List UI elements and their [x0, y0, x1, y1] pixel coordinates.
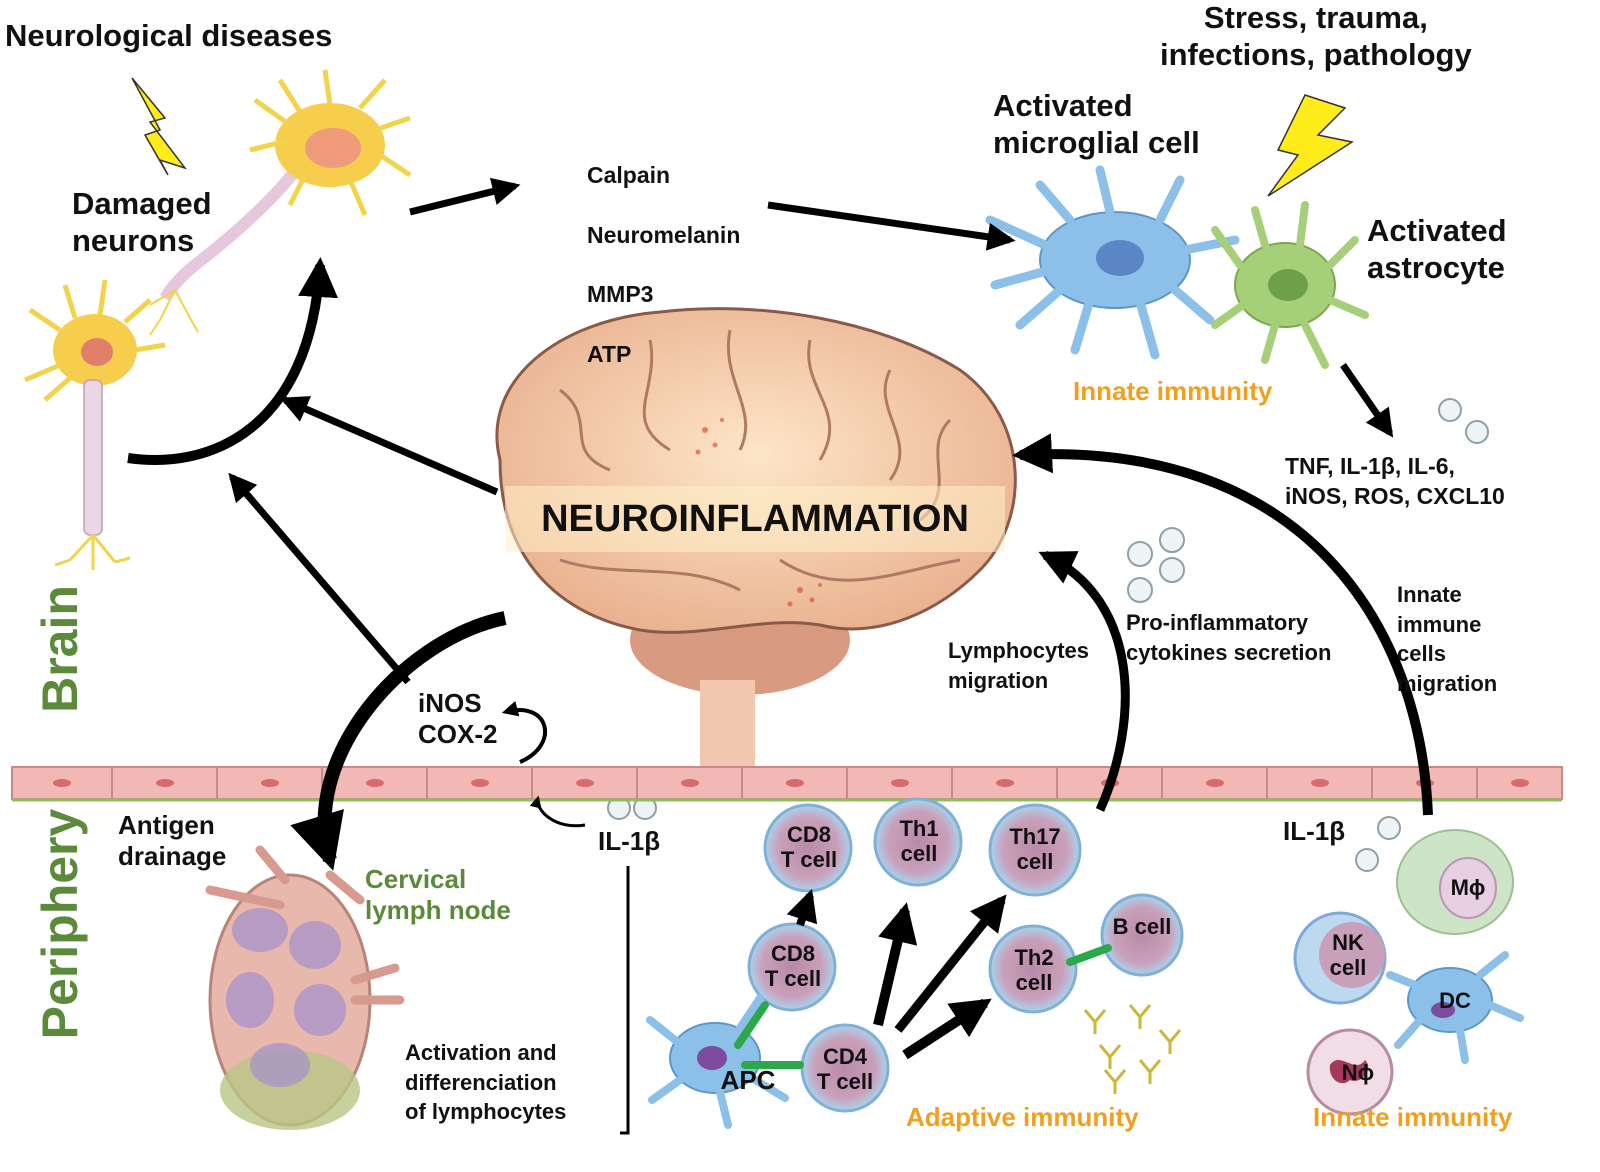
- cervical-lymph-node-label: Cervical lymph node: [365, 864, 511, 925]
- adaptive-immunity-label: Adaptive immunity: [906, 1102, 1139, 1132]
- mediator-item: MMP3: [587, 281, 654, 308]
- innate-immunity-bottom-label: Innate immunity: [1313, 1102, 1513, 1132]
- neurological-diseases-label: Neurological diseases: [5, 18, 333, 53]
- cell-contacts: [734, 944, 1112, 1069]
- pro-inflammatory-label: Pro-inflammatory cytokines secretion: [1126, 610, 1332, 665]
- cd8-mid-label: CD8 T cell: [764, 941, 822, 992]
- inos-cox-label: iNOS COX-2: [418, 688, 498, 749]
- neuron-icon: [24, 279, 166, 570]
- damaged-neuron-icon: [149, 69, 412, 336]
- th2-label: Th2 cell: [1014, 945, 1054, 996]
- microglia-label: Activated microglial cell: [993, 88, 1200, 160]
- mediator-item: Calpain: [587, 161, 671, 188]
- lymph-node-icon: [205, 845, 405, 1130]
- mediator-item: ATP: [587, 341, 632, 368]
- mediator-item: Neuromelanin: [587, 221, 741, 248]
- cytokines-label: TNF, IL-1β, IL-6, iNOS, ROS, CXCL10: [1285, 453, 1505, 509]
- lymphocytes-migration-label: Lymphocytes migration: [948, 638, 1090, 693]
- microglia-icon: [985, 165, 1240, 360]
- damaged-neurons-label: Damaged neurons: [72, 186, 212, 258]
- astrocyte-label: Activated astrocyte: [1367, 213, 1507, 285]
- lymphocyte-cells: [747, 797, 1184, 1113]
- innate-immunity-top-label: Innate immunity: [1073, 376, 1273, 406]
- astrocyte-icon: [1211, 201, 1369, 369]
- innate-migration-label: Innate immune cells migration: [1397, 582, 1498, 697]
- mediators-list: Calpain Neuromelanin MMP3 ATP: [587, 131, 740, 400]
- th1-label: Th1 cell: [899, 816, 939, 867]
- b-cell-label: B cell: [1112, 914, 1172, 939]
- nk-cell-label: NK cell: [1329, 930, 1367, 981]
- bracket-line: [620, 866, 630, 1135]
- neuroinflammation-title: NEUROINFLAMMATION: [505, 486, 1005, 552]
- periphery-region-label: Periphery: [32, 808, 88, 1040]
- stress-label: Stress, trauma, infections, pathology: [1160, 0, 1472, 72]
- brain-region-label: Brain: [32, 585, 88, 713]
- lightning-left-icon: [131, 77, 188, 176]
- th17-label: Th17 cell: [1009, 824, 1061, 875]
- cd8-top-label: CD8 T cell: [780, 822, 838, 873]
- neutrophil-label: Nϕ: [1341, 1060, 1375, 1085]
- cd4-label: CD4 T cell: [816, 1044, 874, 1095]
- flow-arrows: [127, 177, 1433, 1060]
- blood-brain-barrier: [11, 766, 1563, 802]
- macrophage-label: Mϕ: [1450, 875, 1486, 900]
- activation-label: Activation and differenciation of lympho…: [405, 1040, 567, 1125]
- dc-label: DC: [1439, 988, 1471, 1013]
- lightning-right-icon: [1267, 94, 1354, 197]
- apc-label: APC: [720, 1065, 776, 1095]
- il1b-left-label: IL-1β: [598, 826, 661, 856]
- cytokine-bubbles-icon: [607, 398, 1489, 872]
- innate-cells: [1293, 829, 1524, 1116]
- il1b-right-label: IL-1β: [1283, 816, 1346, 846]
- antibodies-icon: [1083, 1004, 1182, 1094]
- antigen-drainage-label: Antigen drainage: [118, 810, 227, 871]
